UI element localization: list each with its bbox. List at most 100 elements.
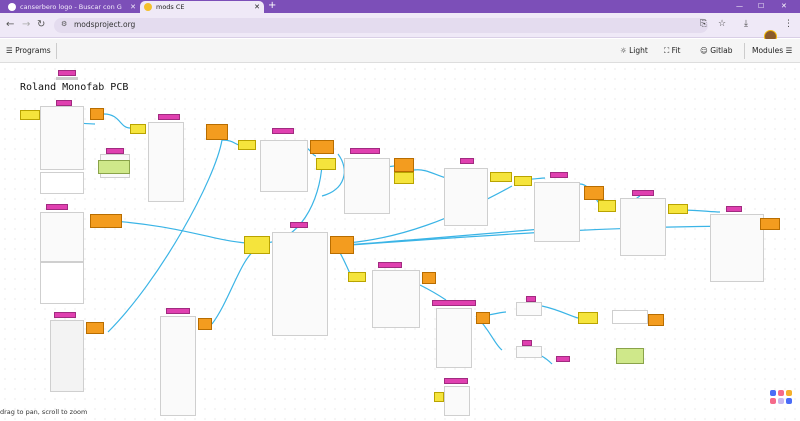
mods-logo[interactable] — [770, 390, 776, 396]
module-header[interactable] — [350, 148, 380, 154]
programs-menu-button[interactable]: ☰ Programs — [6, 46, 51, 55]
input-port[interactable] — [130, 124, 146, 134]
module-header[interactable] — [106, 148, 124, 154]
output-port[interactable] — [86, 322, 104, 334]
module-header[interactable] — [550, 172, 568, 178]
divider — [56, 43, 57, 59]
module-switch[interactable] — [516, 346, 542, 358]
maximize-button[interactable]: ☐ — [758, 2, 765, 10]
program-canvas[interactable] — [0, 64, 800, 421]
module-roland-srm[interactable] — [372, 270, 420, 328]
input-port[interactable] — [578, 312, 598, 324]
module-header[interactable] — [46, 204, 68, 210]
input-port[interactable] — [394, 172, 414, 184]
input-port[interactable] — [348, 272, 366, 282]
input-port[interactable] — [244, 236, 270, 254]
mods-logo[interactable] — [786, 390, 792, 396]
module-header[interactable] — [56, 100, 72, 106]
module-header[interactable] — [526, 296, 536, 302]
module-header[interactable] — [290, 222, 308, 228]
module-header[interactable] — [522, 340, 532, 346]
module-mill-settings[interactable] — [160, 316, 196, 416]
module-mill-raster-2d[interactable] — [272, 232, 328, 336]
wire — [211, 248, 257, 325]
bookmark-star-icon[interactable]: ☆ — [718, 19, 727, 29]
input-port[interactable] — [668, 204, 688, 214]
output-port[interactable] — [584, 186, 604, 200]
input-port[interactable] — [598, 200, 616, 212]
download-icon[interactable]: ⤓ — [744, 19, 748, 29]
new-tab-button[interactable]: + — [268, 0, 277, 11]
module-header[interactable] — [378, 262, 402, 268]
module-save-file[interactable] — [710, 214, 764, 282]
window-close-button[interactable]: ✕ — [781, 2, 787, 10]
module-read-svg[interactable] — [40, 212, 84, 262]
output-port[interactable] — [394, 158, 414, 172]
input-port[interactable] — [514, 176, 532, 186]
output-port[interactable] — [198, 318, 212, 330]
module-header[interactable] — [272, 128, 294, 134]
forward-icon[interactable]: → — [22, 19, 31, 30]
output-port[interactable] — [760, 218, 780, 230]
url-field[interactable]: ⚙ modsproject.org — [54, 18, 708, 33]
module-orient-edges[interactable] — [534, 182, 580, 242]
module-web-usb[interactable] — [436, 308, 472, 368]
light-theme-button[interactable]: ☼ Light — [620, 46, 648, 55]
module-header[interactable] — [556, 356, 570, 362]
fit-button[interactable]: ⛶ Fit — [664, 46, 681, 55]
module-read-png[interactable] — [40, 106, 84, 170]
output-port[interactable] — [90, 108, 104, 120]
back-icon[interactable]: ← — [6, 19, 15, 30]
module-header[interactable] — [632, 190, 654, 196]
note-box — [616, 348, 644, 364]
module-header[interactable] — [166, 308, 190, 314]
module-header[interactable] — [58, 70, 76, 76]
mods-logo[interactable] — [778, 390, 784, 396]
input-port[interactable] — [434, 392, 444, 402]
module-distance-transform[interactable] — [260, 140, 308, 192]
tab-title: mods CE — [156, 3, 185, 11]
site-info-icon[interactable]: ⚙ — [61, 20, 68, 28]
output-port[interactable] — [330, 236, 354, 254]
mods-logo[interactable] — [786, 398, 792, 404]
output-port[interactable] — [476, 312, 490, 324]
mods-toolbar: ☰ Programs ☼ Light ⛶ Fit ☺ Gitlab Module… — [0, 39, 800, 63]
gitlab-button[interactable]: ☺ Gitlab — [700, 46, 733, 55]
reload-icon[interactable]: ↻ — [37, 19, 46, 30]
input-port[interactable] — [490, 172, 512, 182]
tab-mods-ce[interactable]: mods CE ✕ — [140, 1, 264, 13]
close-icon[interactable]: ✕ — [254, 3, 260, 11]
translate-icon[interactable]: ⎘ — [700, 19, 708, 29]
module-vectorize[interactable] — [620, 198, 666, 256]
input-port[interactable] — [20, 110, 40, 120]
module-header[interactable] — [726, 206, 742, 212]
input-port[interactable] — [238, 140, 256, 150]
input-port[interactable] — [316, 158, 336, 170]
module-print[interactable] — [444, 386, 470, 416]
module-header[interactable] — [444, 378, 468, 384]
light-label: Light — [629, 46, 648, 55]
module-header[interactable] — [460, 158, 474, 164]
module-header[interactable] — [54, 312, 76, 318]
menu-dots-icon[interactable]: ⋮ — [784, 19, 793, 29]
output-port[interactable] — [206, 124, 228, 140]
module-switch[interactable] — [516, 302, 542, 316]
close-icon[interactable]: ✕ — [130, 3, 136, 11]
tab-google-search[interactable]: canserbero logo - Buscar con G ✕ — [4, 1, 140, 13]
module-header[interactable] — [158, 114, 180, 120]
output-port[interactable] — [648, 314, 664, 326]
wire — [419, 284, 447, 301]
mods-logo[interactable] — [770, 398, 776, 404]
modules-menu-button[interactable]: Modules ☰ — [752, 46, 793, 55]
mods-logo[interactable] — [778, 398, 784, 404]
output-port[interactable] — [90, 214, 122, 228]
module-pcb-defaults[interactable] — [50, 320, 84, 392]
module-threshold[interactable] — [148, 122, 184, 202]
module-header[interactable] — [432, 300, 476, 306]
module-offset[interactable] — [344, 158, 390, 214]
module-edge-detect[interactable] — [444, 168, 488, 226]
program-title: Roland Monofab PCB — [20, 82, 129, 93]
output-port[interactable] — [310, 140, 334, 154]
output-port[interactable] — [422, 272, 436, 284]
minimize-button[interactable]: — — [736, 2, 743, 10]
